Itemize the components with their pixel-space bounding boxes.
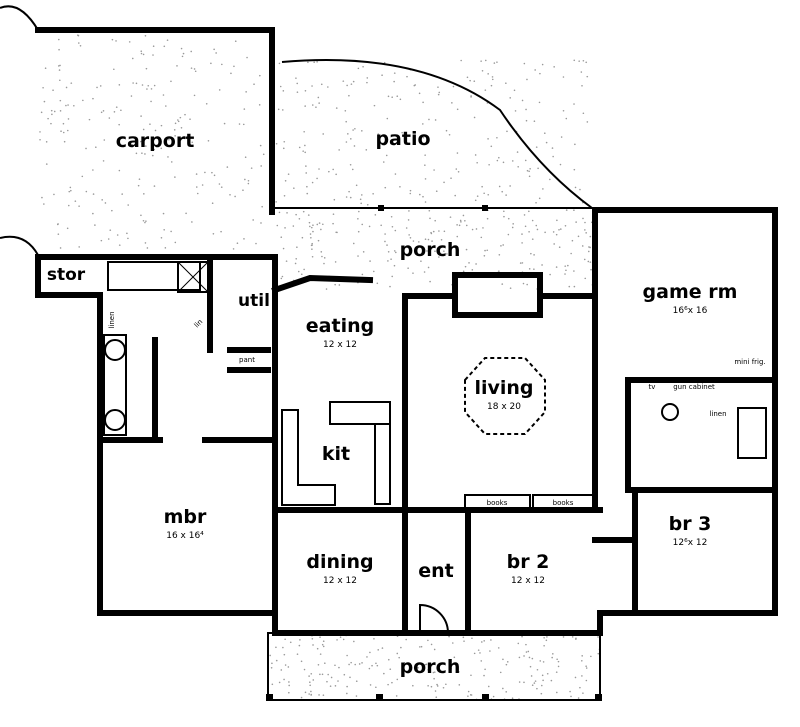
fixtures bbox=[103, 261, 767, 509]
room-size-living: 18 x 20 bbox=[487, 402, 521, 412]
room-label-game-rm: game rm bbox=[643, 281, 738, 303]
label-books-left: books bbox=[487, 499, 508, 507]
room-size-br3: 12⁶x 12 bbox=[673, 538, 708, 548]
room-label-living: living bbox=[474, 377, 533, 399]
room-label-br2: br 2 bbox=[507, 551, 550, 573]
room-label-patio: patio bbox=[375, 128, 430, 150]
room-label-lin: lin bbox=[193, 318, 205, 330]
room-label-ent: ent bbox=[418, 560, 454, 582]
room-label-carport: carport bbox=[116, 130, 195, 152]
room-size-eating: 12 x 12 bbox=[323, 340, 357, 350]
porch-posts bbox=[378, 205, 488, 211]
room-label-linen-mbr: linen bbox=[108, 311, 116, 328]
room-label-br3: br 3 bbox=[669, 513, 712, 535]
room-label-util: util bbox=[238, 291, 270, 311]
stipple-texture bbox=[39, 34, 601, 701]
interior-walls bbox=[97, 254, 778, 636]
front-porch-structure bbox=[266, 603, 602, 701]
room-label-stor: stor bbox=[47, 265, 86, 285]
room-label-front-porch: porch bbox=[400, 656, 461, 678]
room-label-mbr: mbr bbox=[164, 506, 207, 528]
label-linen-bath: linen bbox=[709, 410, 726, 418]
carport-structure bbox=[0, 5, 275, 256]
room-label-rear-porch: porch bbox=[400, 239, 461, 261]
room-label-dining: dining bbox=[306, 551, 373, 573]
room-label-eating: eating bbox=[306, 315, 374, 337]
room-size-mbr: 16 x 16⁴ bbox=[166, 531, 204, 541]
room-size-br2: 12 x 12 bbox=[511, 576, 545, 586]
room-label-pant: pant bbox=[239, 356, 255, 364]
room-size-dining: 12 x 12 bbox=[323, 576, 357, 586]
room-size-game-rm: 16⁶x 16 bbox=[673, 306, 708, 316]
label-books-right: books bbox=[553, 499, 574, 507]
label-gun-cabinet: gun cabinet bbox=[673, 383, 715, 391]
room-label-kit: kit bbox=[322, 443, 350, 465]
label-tv: tv bbox=[649, 383, 656, 391]
patio-edge bbox=[281, 59, 593, 209]
label-mini-frig: mini frig. bbox=[734, 358, 765, 366]
